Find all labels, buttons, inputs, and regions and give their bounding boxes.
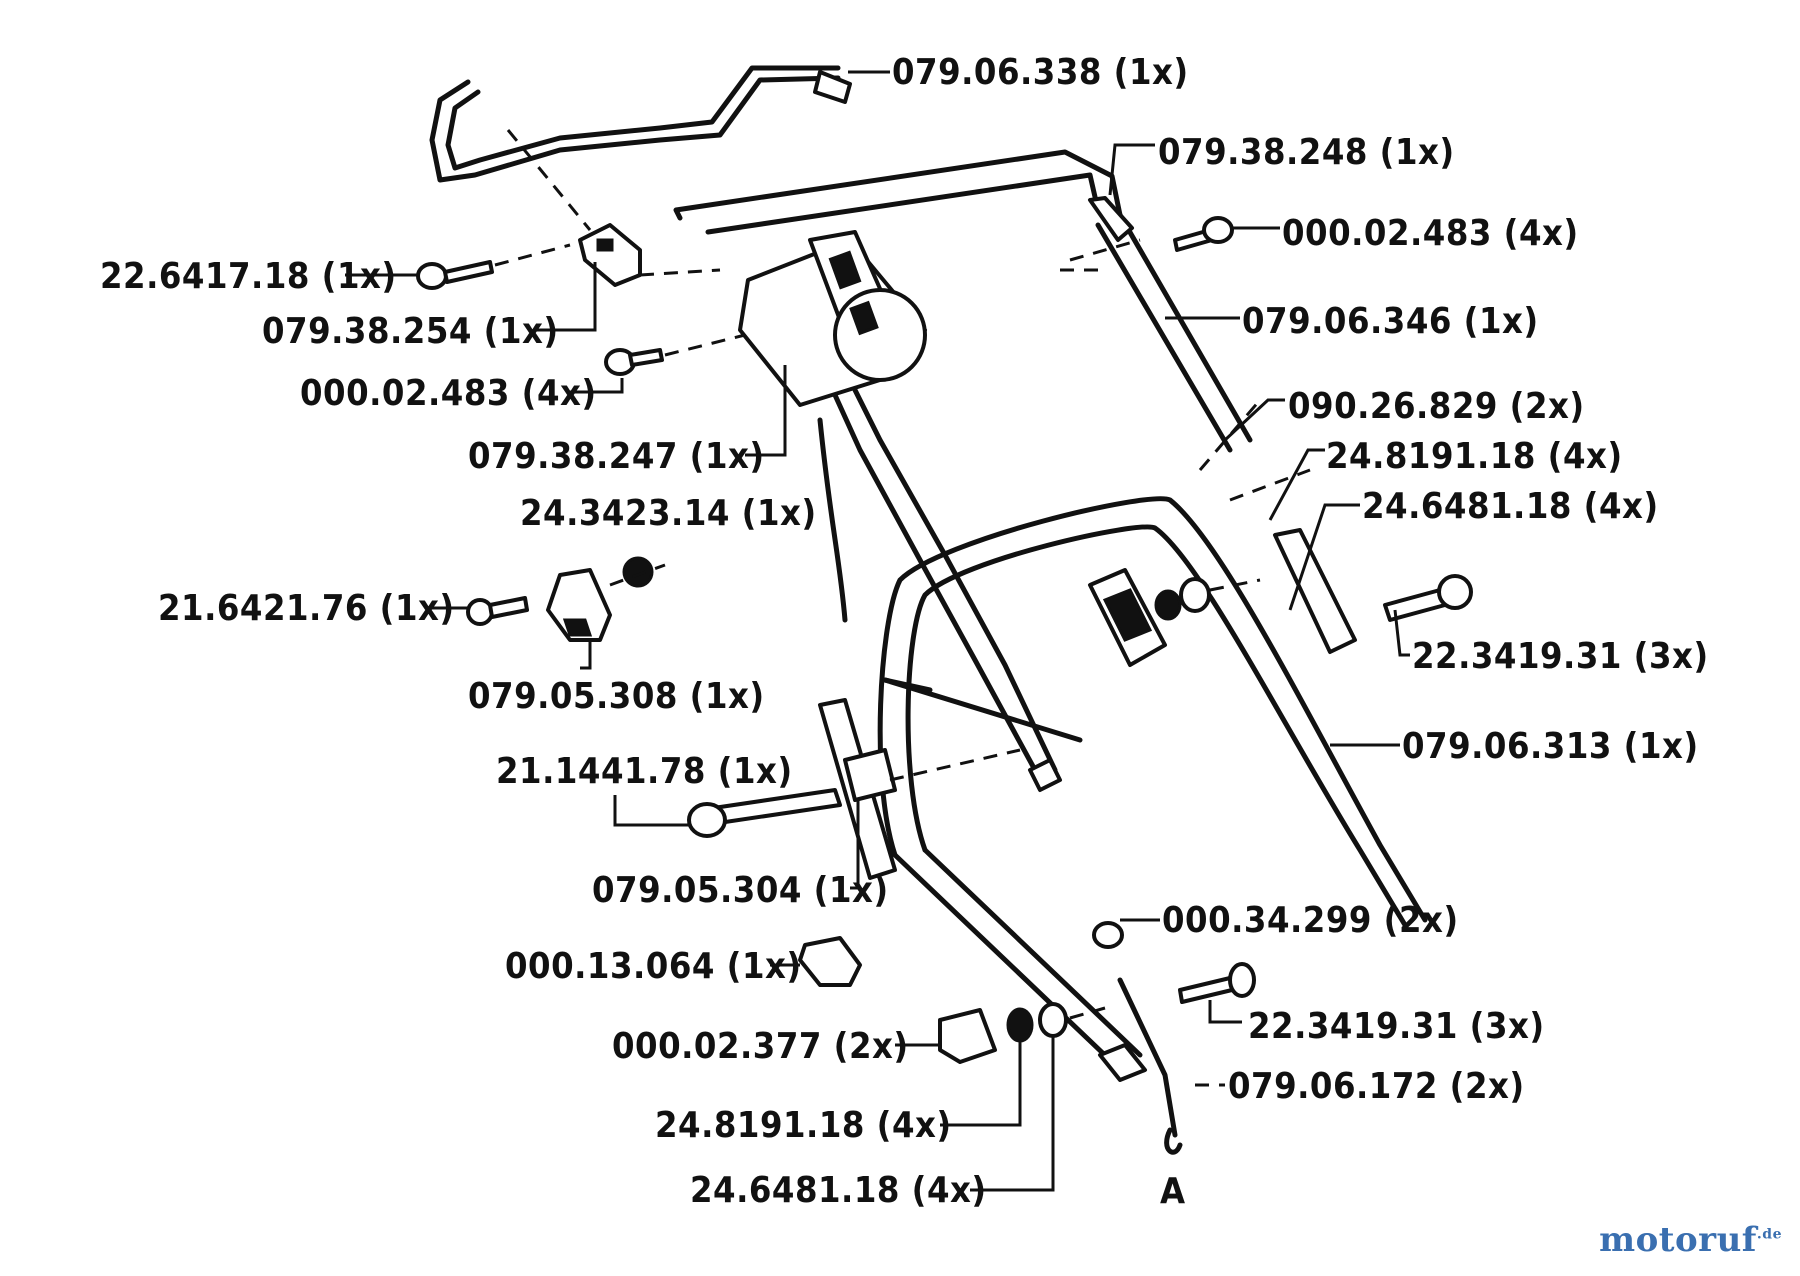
label-090-26-829: 090.26.829 (2x) [1288,386,1585,427]
cable-clamp [466,556,666,642]
screw-22-6417-18 [416,243,571,290]
washer-24-6481-18-bottom [1038,1002,1106,1038]
label-000-02-483-right: 000.02.483 (4x) [1282,213,1579,254]
label-24-8191-18-right: 24.8191.18 (4x) [1326,436,1623,477]
label-000-02-377: 000.02.377 (2x) [612,1026,909,1067]
upper-handle [673,149,1253,453]
bolt-right [1383,574,1473,622]
clip-000-13-064 [798,936,862,987]
marker-a: A [1160,1171,1186,1212]
label-21-6421-76: 21.6421.76 (1x) [158,588,455,629]
label-22-6417-18: 22.6417.18 (1x) [100,256,397,297]
label-24-3423-14: 24.3423.14 (1x) [520,493,817,534]
label-21-1441-78: 21.1441.78 (1x) [496,751,793,792]
label-079-06-313: 079.06.313 (1x) [1402,726,1699,767]
label-24-8191-18-bottom: 24.8191.18 (4x) [655,1105,952,1146]
leader-lines [345,70,1410,1192]
bail-bar [429,65,852,231]
label-22-3419-31-right: 22.3419.31 (3x) [1412,636,1709,677]
washer-24-8191-18-bottom [1006,1007,1034,1043]
label-079-05-304: 079.05.304 (1x) [592,870,889,911]
watermark-text: motoruf [1599,1220,1757,1260]
label-079-38-248: 079.38.248 (1x) [1158,132,1455,173]
label-24-6481-18-bottom: 24.6481.18 (4x) [690,1170,987,1211]
label-000-13-064: 000.13.064 (1x) [505,946,802,987]
watermark-logo: motoruf.de [1599,1220,1782,1260]
cable-clip [1088,568,1261,667]
label-079-06-346: 079.06.346 (1x) [1242,301,1539,342]
adjust-knob [687,698,1021,880]
hook-079-06-172 [1117,977,1183,1155]
label-079-06-172: 079.06.172 (2x) [1228,1066,1525,1107]
label-079-06-338: 079.06.338 (1x) [892,52,1189,93]
screw-000-02-483-right [1173,216,1234,252]
lower-handle [877,399,1428,1082]
watermark-suffix: .de [1756,1226,1782,1243]
label-000-02-483-left: 000.02.483 (4x) [300,373,597,414]
label-079-05-308: 079.05.308 (1x) [468,676,765,717]
adjust-slot-rod [1273,528,1357,654]
label-000-34-299: 000.34.299 (2x) [1162,900,1459,941]
nut-000-34-299 [1092,921,1124,949]
bolt-bottom [1178,962,1256,1004]
cap-000-02-377 [938,1008,997,1064]
part-labels: 079.06.338 (1x) 079.38.248 (1x) 000.02.4… [100,52,1709,1212]
screw-000-02-483-left [604,333,746,376]
label-079-38-254: 079.38.254 (1x) [262,311,559,352]
wedge-piece [882,677,1083,743]
clip-079-38-254 [578,223,721,287]
label-24-6481-18-right: 24.6481.18 (4x) [1362,486,1659,527]
label-22-3419-31-bottom: 22.3419.31 (3x) [1248,1006,1545,1047]
label-079-38-247: 079.38.247 (1x) [468,436,765,477]
